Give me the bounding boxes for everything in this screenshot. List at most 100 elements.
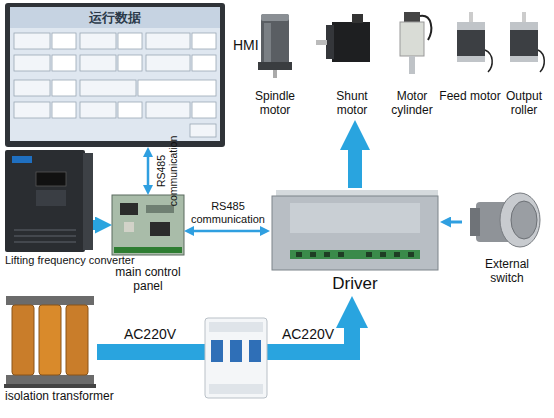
component-box: Spindle motor <box>248 8 302 120</box>
component-label: 运行数据 <box>5 11 225 26</box>
output-roller-picture-part <box>510 22 538 30</box>
connector-label: RS485 communication <box>187 200 269 225</box>
hmi-screen-picture-part <box>190 124 216 137</box>
component-box: Feed motor <box>443 8 497 120</box>
frequency-converter-picture-part <box>36 172 66 186</box>
driver-picture-part <box>366 252 372 257</box>
circuit-breaker-picture-part <box>205 318 267 398</box>
component-label: Feed motor <box>439 90 501 104</box>
connector-label: AC220V <box>110 326 190 342</box>
hmi-screen-picture-part <box>52 102 76 118</box>
component-label: Output roller <box>493 90 554 118</box>
component-box: Motor cylinder <box>385 8 439 120</box>
control-board-picture-part <box>120 203 138 215</box>
circuit-breaker-picture-part <box>230 340 242 362</box>
hmi-screen-picture-part <box>146 55 190 71</box>
frequency-converter-picture-part <box>36 190 66 206</box>
isolation-transformer-picture-part <box>6 375 94 384</box>
spindle-motor-picture-part <box>273 70 277 78</box>
component-label: Shunt motor <box>321 90 383 118</box>
frequency-converter-picture-part <box>5 150 85 252</box>
voltage-label: AC220V <box>268 326 348 342</box>
isolation-transformer-picture <box>4 296 96 388</box>
hmi-screen-picture-part <box>118 102 142 118</box>
driver-picture-part <box>276 190 438 198</box>
shunt-motor-picture-part <box>326 25 334 59</box>
isolation-transformer-picture-part <box>66 305 88 375</box>
connector-arrow <box>451 221 462 224</box>
component-box: External switch <box>462 186 552 290</box>
driver-picture-part <box>408 252 414 257</box>
output-roller-picture-part <box>522 12 526 22</box>
hmi-screen-picture-part <box>10 7 220 141</box>
driver-picture-part <box>290 203 420 233</box>
motor-cylinder-picture-part <box>409 56 415 74</box>
circuit-breaker-picture-part <box>211 340 223 362</box>
frequency-converter-picture <box>5 150 93 252</box>
hmi-screen-picture-part <box>80 80 136 96</box>
connector-label: RS485 communication <box>155 133 179 209</box>
control-board-picture-part <box>150 222 170 236</box>
spindle-motor-picture <box>258 14 292 78</box>
motor-cylinder-picture-part <box>420 16 431 40</box>
hmi-screen-picture-part <box>192 33 216 49</box>
hmi-screen-picture-part <box>14 102 50 118</box>
driver-picture-part <box>324 252 330 257</box>
hmi-screen-picture-part <box>52 33 76 49</box>
external-switch-picture-part <box>470 208 480 236</box>
spindle-motor-picture-part <box>258 62 292 70</box>
shunt-motor-picture-part <box>352 14 363 23</box>
feed-motor-picture-part <box>457 22 485 30</box>
external-switch-picture <box>470 193 540 247</box>
shunt-motor-picture-part <box>332 22 370 62</box>
motor-cylinder-picture-part <box>404 12 420 23</box>
driver-picture-part <box>380 252 386 257</box>
feed-motor-picture <box>457 12 492 72</box>
component-box: Shunt motor <box>325 8 379 120</box>
driver-picture-part <box>272 196 438 270</box>
component-label: isolation transformer <box>5 390 114 404</box>
driver-picture-part <box>338 252 344 257</box>
hmi-screen-picture-part <box>80 33 116 49</box>
component-label: External switch <box>474 258 540 286</box>
circuit-breaker-picture-part <box>209 322 263 332</box>
spindle-motor-picture-part <box>264 23 271 63</box>
hmi-screen-picture-part <box>192 102 216 118</box>
hmi-screen-picture-part <box>52 80 76 96</box>
component-label: Lifting frequency converter <box>5 254 135 267</box>
connector-arrow <box>194 230 260 233</box>
component-label: Spindle motor <box>244 90 306 118</box>
circuit-breaker-picture-part <box>249 340 261 362</box>
component-box: 运行数据HMI <box>5 3 225 147</box>
shunt-motor-picture <box>316 14 370 62</box>
feed-motor-picture-part <box>457 56 485 62</box>
external-switch-picture-part <box>476 202 514 242</box>
spindle-motor-picture-part <box>261 14 289 21</box>
hmi-screen-picture-part <box>52 55 76 71</box>
frequency-converter-picture-part <box>12 156 32 163</box>
hmi-screen-picture-part <box>5 3 225 147</box>
circuit-breaker-picture-part <box>209 384 263 394</box>
feed-motor-picture-part <box>457 30 485 56</box>
external-switch-picture-part <box>500 193 540 247</box>
frequency-converter-picture-part <box>14 241 76 243</box>
control-board-picture-part <box>124 222 134 232</box>
hmi-screen-picture-part <box>118 33 142 49</box>
component-label: Driver <box>270 274 440 294</box>
hmi-screen-picture-part <box>80 55 116 71</box>
hmi-screen-picture-part <box>146 33 190 49</box>
hmi-screen-picture-part <box>14 80 50 96</box>
component-box: Driver <box>270 188 440 296</box>
hmi-screen-picture-part <box>192 55 216 71</box>
component-label: main control panel <box>106 266 190 294</box>
connector-arrow <box>348 150 362 188</box>
hmi-screen-picture-part <box>14 55 50 71</box>
component-box: isolation transformer <box>5 290 97 388</box>
output-roller-picture-part <box>538 50 544 72</box>
component-box: Output roller <box>497 8 551 120</box>
driver-picture-part <box>394 252 400 257</box>
external-switch-picture-part <box>511 201 537 239</box>
driver-picture-part <box>310 252 316 257</box>
